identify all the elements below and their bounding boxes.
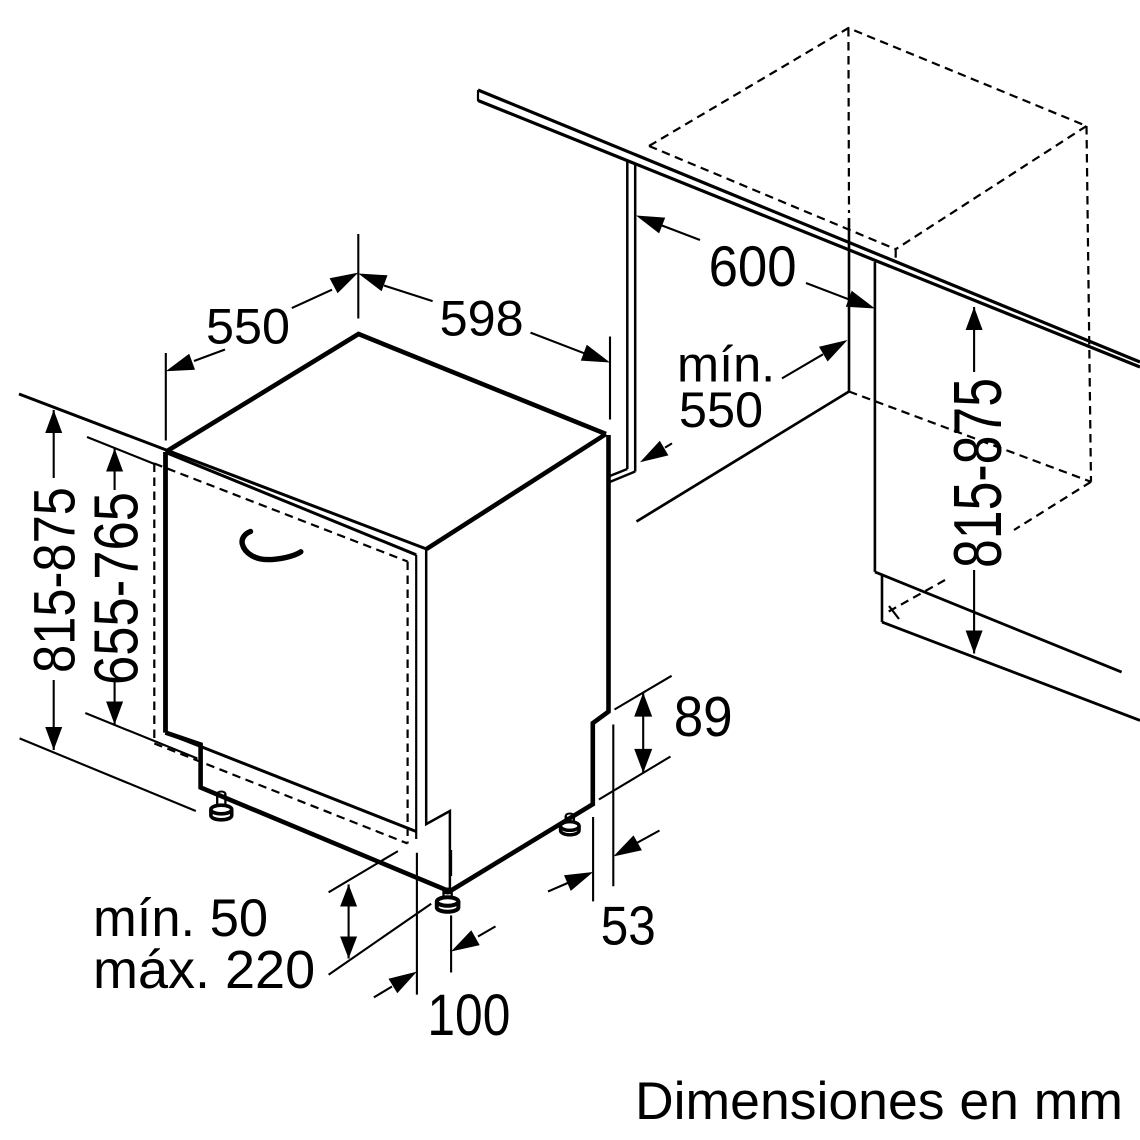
svg-text:máx. 220: máx. 220 bbox=[93, 940, 315, 1000]
svg-text:100: 100 bbox=[427, 983, 510, 1048]
svg-text:89: 89 bbox=[674, 685, 733, 748]
svg-text:mín.: mín. bbox=[677, 336, 775, 393]
svg-text:550: 550 bbox=[206, 298, 290, 354]
svg-text:815-875: 815-875 bbox=[21, 487, 87, 673]
svg-text:655-765: 655-765 bbox=[83, 492, 152, 685]
svg-text:815-875: 815-875 bbox=[940, 378, 1016, 568]
svg-text:550: 550 bbox=[679, 381, 763, 438]
svg-text:600: 600 bbox=[709, 235, 797, 299]
svg-text:Dimensiones en mm: Dimensiones en mm bbox=[635, 1072, 1123, 1131]
svg-text:598: 598 bbox=[440, 291, 524, 347]
svg-text:53: 53 bbox=[601, 896, 656, 957]
svg-text:mín. 50: mín. 50 bbox=[93, 889, 268, 948]
